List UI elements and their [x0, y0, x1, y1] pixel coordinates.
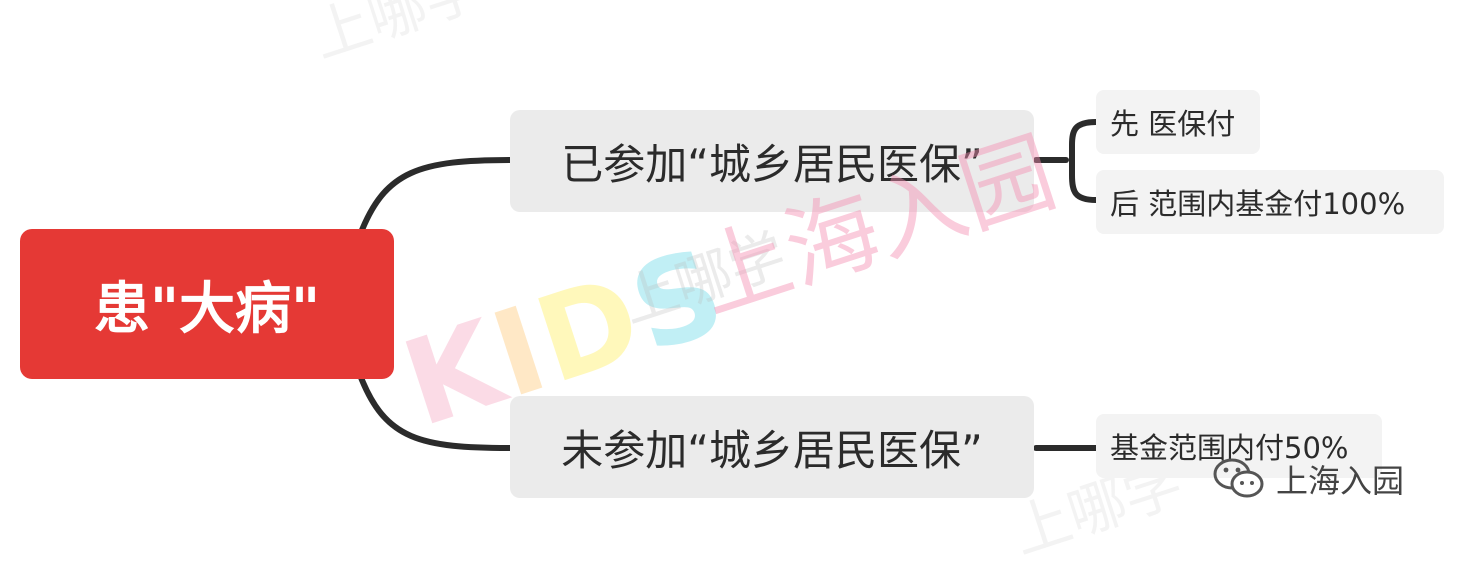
- branch-node-not-enrolled: 未参加“城乡居民医保”: [510, 396, 1034, 498]
- root-node: 患"大病": [20, 229, 394, 379]
- connector-bracket: [1069, 119, 1099, 203]
- wechat-icon: [1213, 458, 1264, 498]
- wechat-account-name: 上海入园: [1276, 462, 1405, 500]
- branch-node-enrolled: 已参加“城乡居民医保”: [510, 110, 1034, 212]
- connector-root-to-branch-2: [357, 372, 515, 451]
- connector-lines: [357, 119, 1099, 451]
- leaf-node-fund-pays-100: 后 范围内基金付100%: [1096, 170, 1444, 234]
- wechat-account-badge: 上海入园: [1212, 456, 1404, 502]
- leaf-node-insurance-pays-first: 先 医保付: [1096, 90, 1260, 154]
- connector-root-to-branch-1: [357, 157, 515, 238]
